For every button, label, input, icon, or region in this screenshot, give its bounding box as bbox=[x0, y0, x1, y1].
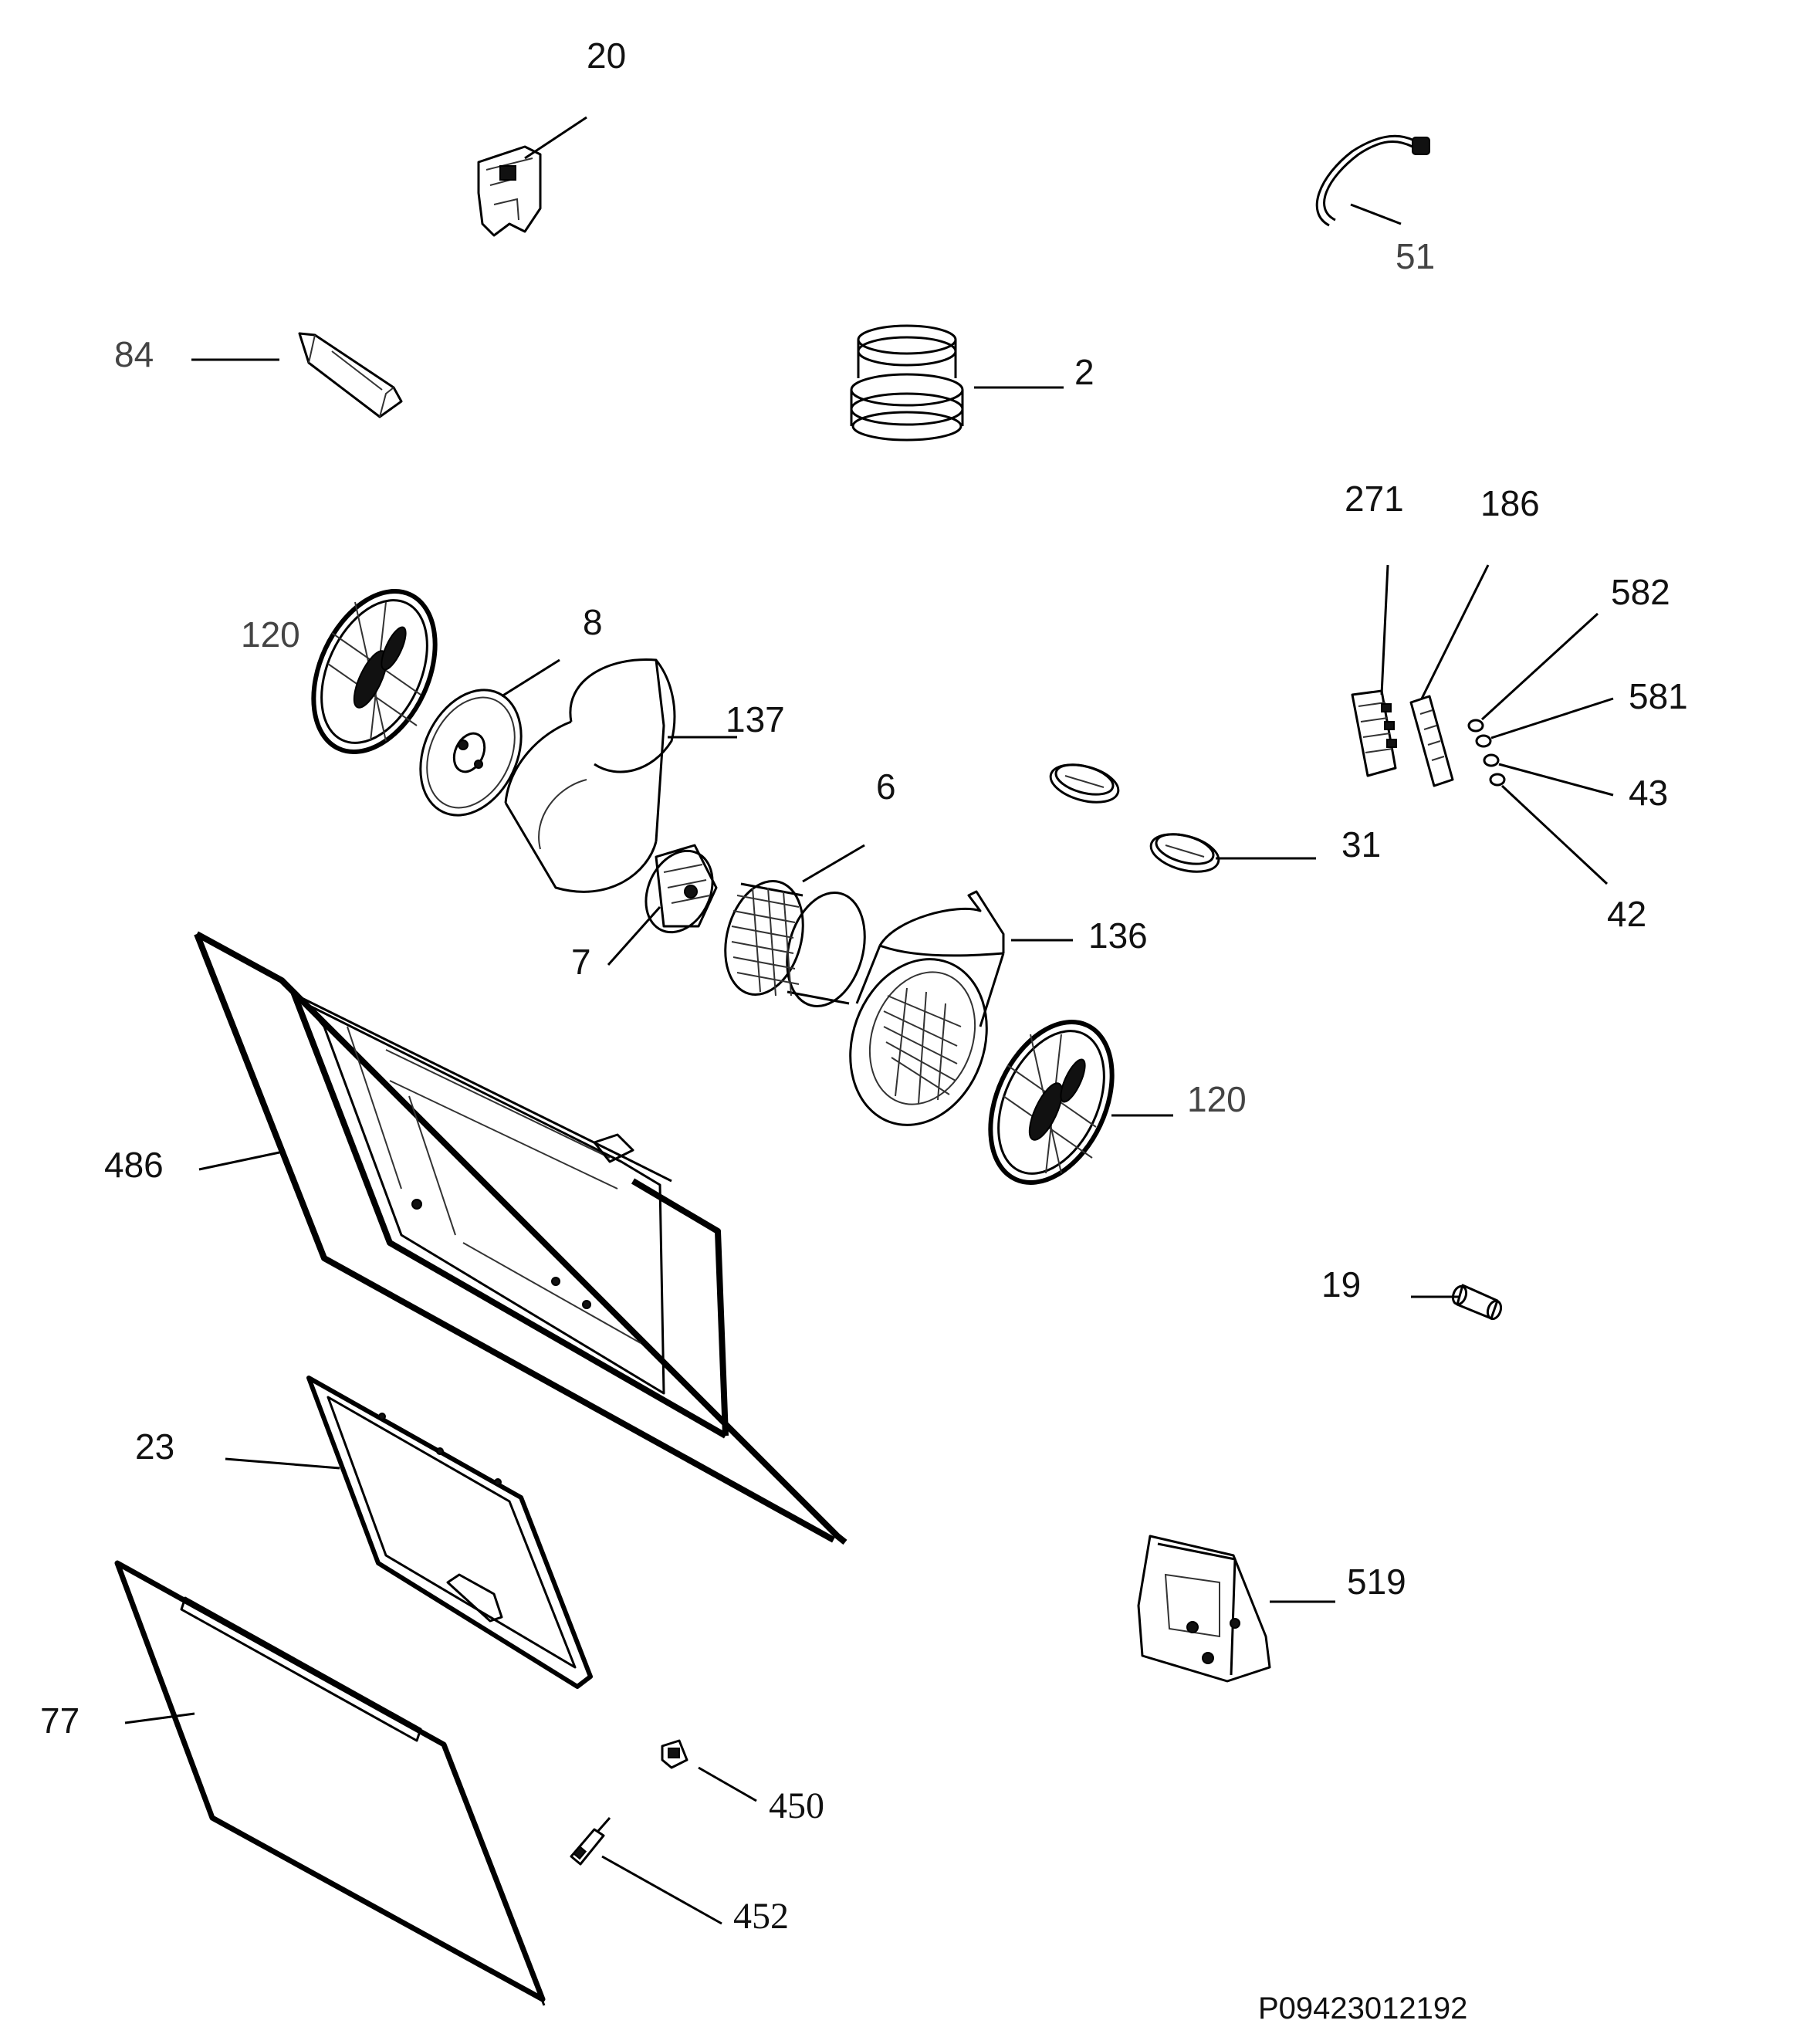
part-84-tray bbox=[191, 332, 403, 418]
callout-271: 271 bbox=[1345, 479, 1404, 519]
part-582-knob bbox=[1467, 612, 1599, 733]
callout-77: 77 bbox=[40, 1701, 80, 1741]
part-486-hood-frame bbox=[194, 931, 847, 1545]
part-7-motor bbox=[607, 844, 718, 966]
callout-120-left: 120 bbox=[241, 614, 300, 655]
part-20-bracket bbox=[477, 116, 587, 237]
part-23-filter-frame bbox=[225, 1376, 593, 1689]
part-31-clamp-upper bbox=[1049, 763, 1120, 804]
part-19-cylinder bbox=[1411, 1284, 1503, 1321]
part-51-cable bbox=[1315, 134, 1430, 227]
callout-19: 19 bbox=[1321, 1264, 1361, 1305]
callout-6: 6 bbox=[876, 766, 896, 807]
part-6-impeller bbox=[724, 844, 866, 1008]
callout-51: 51 bbox=[1396, 236, 1435, 276]
callout-2: 2 bbox=[1074, 352, 1094, 392]
part-120-filter-left bbox=[311, 589, 438, 754]
callout-43: 43 bbox=[1629, 773, 1668, 813]
part-43-knob bbox=[1483, 753, 1614, 797]
part-8-motor-plate bbox=[419, 658, 560, 817]
callout-582: 582 bbox=[1611, 572, 1670, 612]
callout-31: 31 bbox=[1341, 824, 1381, 865]
callout-519: 519 bbox=[1347, 1562, 1406, 1602]
part-137-fan-housing bbox=[504, 658, 737, 893]
callout-84: 84 bbox=[114, 334, 154, 374]
part-519-box bbox=[1137, 1535, 1335, 1683]
callout-20: 20 bbox=[587, 36, 626, 76]
part-42-knob bbox=[1489, 773, 1609, 885]
callout-137: 137 bbox=[726, 699, 785, 739]
callout-186: 186 bbox=[1480, 483, 1540, 523]
part-581-knob bbox=[1475, 697, 1614, 748]
callout-7: 7 bbox=[571, 942, 591, 982]
callout-42: 42 bbox=[1607, 894, 1646, 934]
part-31-clamp-lower bbox=[1149, 833, 1316, 873]
callout-581: 581 bbox=[1629, 676, 1688, 716]
part-450-clip bbox=[661, 1739, 757, 1802]
part-186-control-panel bbox=[1409, 564, 1490, 787]
part-120-filter-right bbox=[988, 1020, 1173, 1185]
callout-136: 136 bbox=[1088, 915, 1148, 956]
part-452-plug bbox=[570, 1817, 722, 1925]
callout-486: 486 bbox=[104, 1145, 164, 1185]
part-271-switch-block bbox=[1351, 564, 1397, 777]
part-77-glass-panel bbox=[114, 1560, 546, 2006]
drawing-code: P09423012192 bbox=[1258, 1992, 1467, 2025]
callout-452: 452 bbox=[733, 1896, 789, 1937]
callout-8: 8 bbox=[583, 602, 603, 642]
callout-120-right: 120 bbox=[1187, 1079, 1247, 1119]
part-2-duct-adapter bbox=[850, 324, 1064, 442]
part-136-fan-housing bbox=[849, 890, 1073, 1126]
callout-450: 450 bbox=[769, 1785, 824, 1826]
callout-23: 23 bbox=[135, 1426, 174, 1467]
